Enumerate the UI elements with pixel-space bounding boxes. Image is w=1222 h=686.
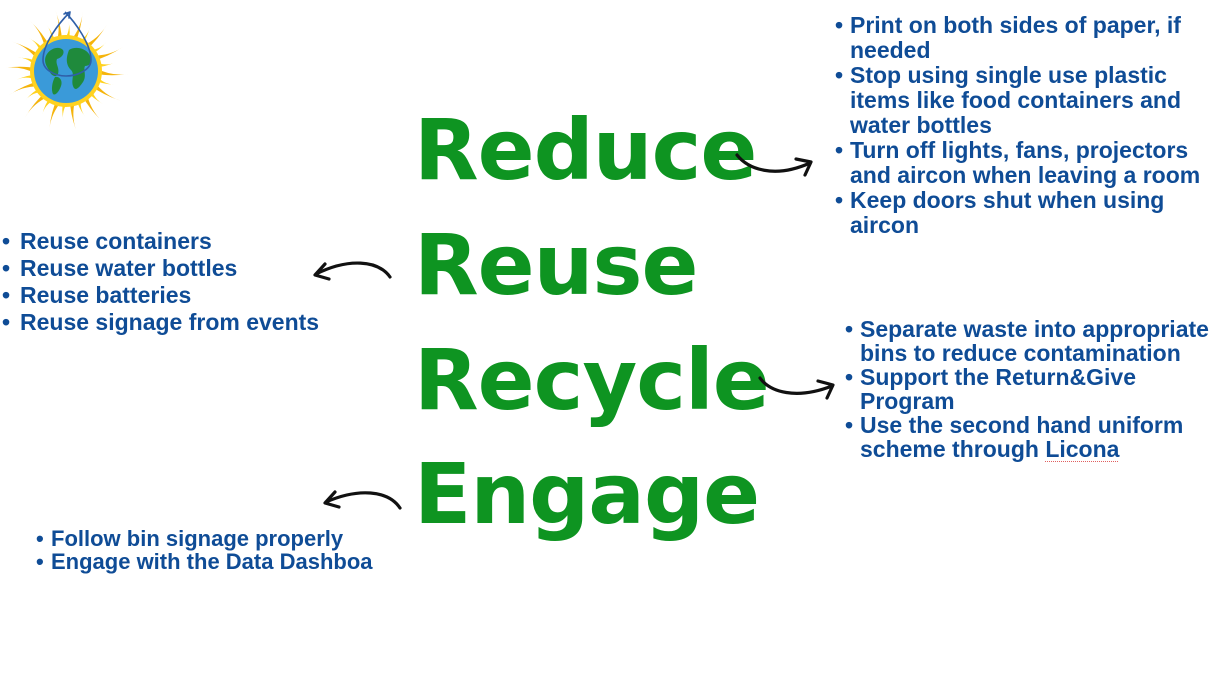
bullet-icon: • [845, 316, 854, 342]
sun-ray [8, 81, 41, 96]
loop-arrow [42, 11, 92, 77]
list-item: • Reuse batteries [2, 282, 382, 309]
reduce-bullet-list: •Print on both sides of paper, if needed… [835, 13, 1222, 238]
list-item-text: Separate waste into appropriate bins to … [860, 316, 1209, 366]
list-item: • Reuse signage from events [2, 309, 382, 336]
bullet-icon: • [845, 412, 854, 438]
list-item-text: Reuse water bottles [20, 255, 238, 281]
sun-ray [70, 11, 83, 43]
list-item-text: Use the second hand uniform scheme throu… [860, 412, 1183, 462]
list-item-text: Follow bin signage properly [51, 526, 344, 551]
loop-arrow-head [63, 11, 71, 19]
recycle-bullet-list: •Separate waste into appropriate bins to… [845, 317, 1222, 461]
list-item-text: Reuse containers [20, 228, 212, 254]
earth-sun-logo-icon [4, 9, 128, 130]
bullet-icon: • [835, 187, 844, 213]
continent-europe-africa [66, 47, 92, 89]
bullet-icon: • [835, 62, 844, 88]
list-item: • Reuse water bottles [2, 255, 382, 282]
curved-arrow-left-icon [323, 490, 402, 510]
list-item: •Print on both sides of paper, if needed [835, 13, 1222, 63]
sun-ray [55, 9, 62, 43]
curved-arrow-right-icon [758, 376, 835, 400]
bullet-icon: • [2, 282, 11, 308]
list-item-text: Stop using single use plastic items like… [850, 62, 1182, 138]
curved-arrow-right-icon [735, 153, 813, 177]
continent-south-america [51, 76, 62, 95]
list-item-text: Engage with the Data Dashboa [51, 549, 373, 574]
list-item: •Keep doors shut when using aircon [835, 188, 1222, 238]
list-item-text: Reuse signage from events [20, 309, 320, 335]
sun-ray [70, 99, 77, 130]
list-item-text: Print on both sides of paper, if needed [850, 12, 1181, 63]
continent-americas [45, 47, 64, 77]
bullet-icon: • [845, 364, 854, 390]
list-item-text-prefix: Use the second hand uniform scheme throu… [860, 412, 1184, 462]
curved-arrow-left-icon [313, 261, 392, 281]
bullet-icon: • [2, 228, 11, 254]
engage-bullet-list: • Follow bin signage properly • Engage wit… [36, 527, 416, 573]
bullet-icon: • [36, 549, 44, 574]
bullet-icon: • [835, 12, 844, 38]
heading-recycle: Recycle [414, 331, 770, 429]
list-item: •Turn off lights, fans, projectors and a… [835, 138, 1222, 188]
list-item: • Reuse containers [2, 228, 382, 255]
heading-engage: Engage [414, 445, 760, 543]
bullet-icon: • [2, 309, 11, 335]
sun-ray [49, 99, 62, 130]
list-item: •Use the second hand uniform scheme thro… [845, 413, 1222, 461]
sun-ray [95, 68, 128, 76]
list-item: • Follow bin signage properly [36, 527, 416, 550]
list-item: •Stop using single use plastic items lik… [835, 63, 1222, 138]
bullet-icon: • [36, 526, 44, 551]
list-item: •Support the Return&Give Program [845, 365, 1222, 413]
heading-reduce: Reduce [414, 101, 757, 199]
bullet-icon: • [835, 137, 844, 163]
list-item-text: Support the Return&Give Program [860, 364, 1137, 414]
reuse-bullet-list: • Reuse containers • Reuse water bottles •… [2, 228, 382, 336]
list-item-text: Keep doors shut when using aircon [850, 187, 1165, 238]
spellcheck-flagged-word[interactable]: Licona [1045, 436, 1120, 462]
sun-ray [91, 46, 124, 61]
bullet-icon: • [2, 255, 11, 281]
heading-reuse: Reuse [414, 216, 698, 314]
list-item-text: Reuse batteries [20, 282, 192, 308]
list-item-text: Turn off lights, fans, projectors and ai… [850, 137, 1201, 188]
list-item: • Engage with the Data Dashboa [36, 550, 416, 573]
list-item: •Separate waste into appropriate bins to… [845, 317, 1222, 365]
sun-ray [4, 66, 37, 74]
